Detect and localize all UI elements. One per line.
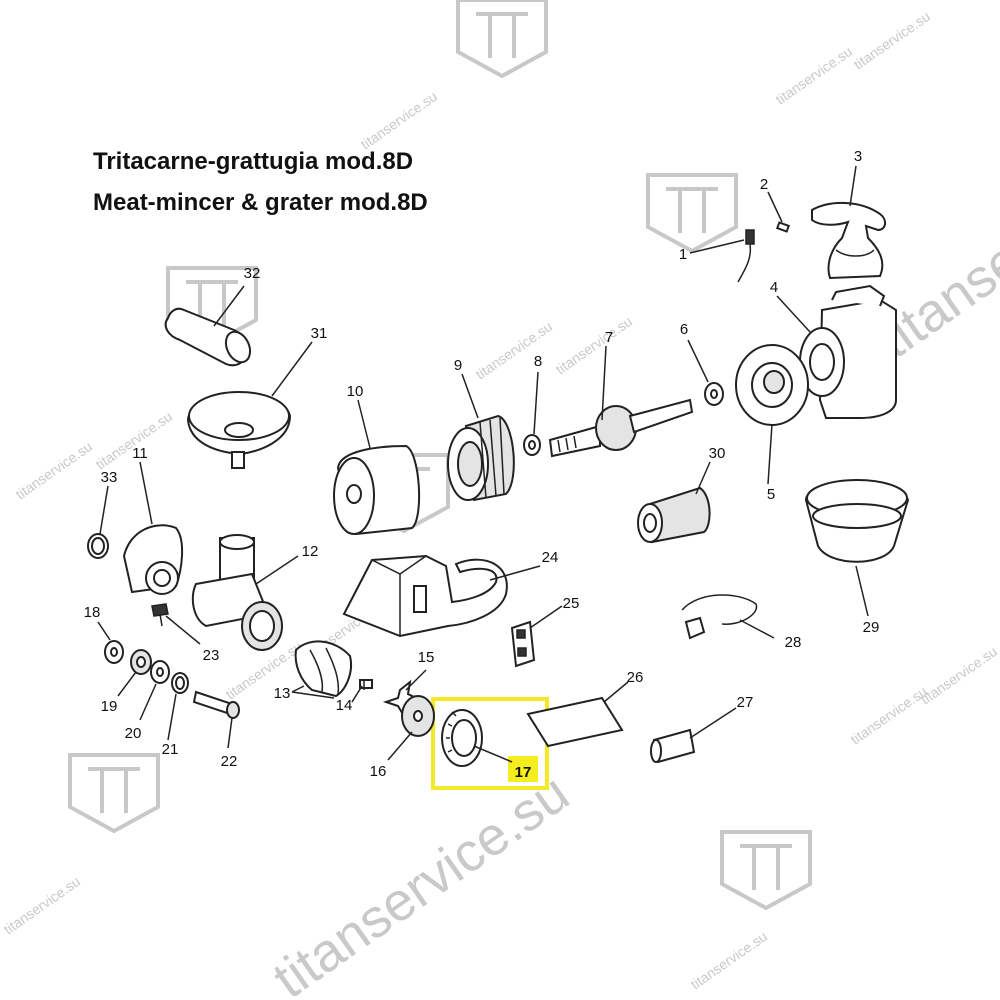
part-label: 20 [125, 725, 142, 742]
part-label: 32 [244, 265, 261, 282]
part-label: 7 [605, 329, 613, 346]
watermark-logo [68, 753, 160, 834]
part-22-shaft [192, 690, 240, 719]
part-label: 14 [336, 697, 353, 714]
part-8-washer [523, 434, 541, 456]
part-30-bowl [804, 479, 910, 563]
part-23-knob [151, 603, 169, 627]
part-label: 31 [311, 325, 328, 342]
watermark-text: titanservice.su [918, 643, 1000, 707]
watermark-text: titanservice.su [358, 88, 440, 152]
watermark-text: titanservice.su [688, 928, 770, 992]
part-11-cone [122, 524, 183, 595]
part-label: 29 [863, 619, 880, 636]
part-13-screw [294, 640, 352, 698]
watermark-text: titanservice.su [1, 873, 83, 937]
part-label: 13 [274, 685, 291, 702]
part-label: 8 [534, 353, 542, 370]
part-label: 15 [418, 649, 435, 666]
part-20-washer [150, 660, 170, 684]
part-label: 28 [785, 634, 802, 651]
part-label: 3 [854, 148, 862, 165]
part-label: 17 [515, 764, 532, 781]
part-label: 25 [563, 595, 580, 612]
part-3-lever [811, 201, 886, 280]
watermark-logo [646, 173, 738, 254]
part-31-hopper [186, 391, 292, 469]
leader-lines [97, 165, 869, 763]
part-label: 26 [627, 669, 644, 686]
part-26-sheet [526, 696, 624, 748]
part-label: 30 [709, 445, 726, 462]
watermark-text: titanservice.su [773, 43, 855, 107]
part-10-end-cap [333, 444, 421, 536]
title-italian: Tritacarne-grattugia mod.8D [93, 148, 414, 175]
part-7-rotor [548, 398, 694, 458]
part-6-washer [704, 382, 724, 406]
watermark-text: titanservice.su [848, 683, 930, 747]
part-label: 1 [679, 246, 687, 263]
part-label: 21 [162, 741, 179, 758]
watermark-text: titanservice.su [93, 408, 175, 472]
part-label: 6 [680, 321, 688, 338]
part-label: 9 [454, 357, 462, 374]
part-label: 19 [101, 698, 118, 715]
part-25-switch [510, 620, 536, 668]
part-14-stud [359, 679, 373, 690]
watermark-logo [720, 830, 812, 911]
part-16-plate [401, 695, 435, 737]
part-label: 23 [203, 647, 220, 664]
part-33-o-ring [87, 533, 109, 559]
part-label: 11 [132, 445, 148, 462]
part-label: 2 [760, 176, 768, 193]
part-label: 18 [84, 604, 101, 621]
watermark-text-large: titanservice.su [262, 763, 579, 1000]
part-5-flange [735, 344, 809, 426]
part-4-housing [799, 284, 897, 419]
part-label: 4 [770, 279, 778, 296]
watermark-logo [456, 0, 548, 79]
part-label: 5 [767, 486, 775, 503]
part-label: 22 [221, 753, 238, 770]
part-2-pin [775, 221, 791, 233]
part-18-washer [104, 640, 124, 664]
part-29-grater-drum [637, 486, 711, 544]
part-label: 10 [347, 383, 364, 400]
part-32-pusher [164, 307, 252, 367]
watermark-text: titanservice.su [553, 313, 635, 377]
part-19-bearing [130, 649, 152, 675]
part-label: 33 [101, 469, 118, 486]
part-1-spring-clip [737, 229, 755, 283]
part-24-base [342, 554, 508, 638]
part-label: 24 [542, 549, 559, 566]
part-12-mincer-body [191, 534, 283, 651]
part-28-cord [681, 594, 758, 640]
part-labels: 1 2 3 4 5 6 7 8 9 10 11 12 13 14 15 16 1… [84, 148, 880, 781]
watermark-text: titanservice.su [851, 8, 933, 72]
watermark-text: titanservice.su [473, 318, 555, 382]
part-9-stator [447, 414, 515, 502]
part-27-capacitor [650, 728, 696, 764]
part-label: 12 [302, 543, 319, 560]
part-21-ring [171, 672, 189, 694]
highlight-label-bg [508, 756, 538, 782]
title-english: Meat-mincer & grater mod.8D [93, 189, 428, 216]
part-label: 27 [737, 694, 754, 711]
watermark-text: titanservice.su [13, 438, 95, 502]
watermark-logos [68, 0, 812, 911]
part-17-ring-nut [441, 709, 483, 767]
part-label: 16 [370, 763, 387, 780]
